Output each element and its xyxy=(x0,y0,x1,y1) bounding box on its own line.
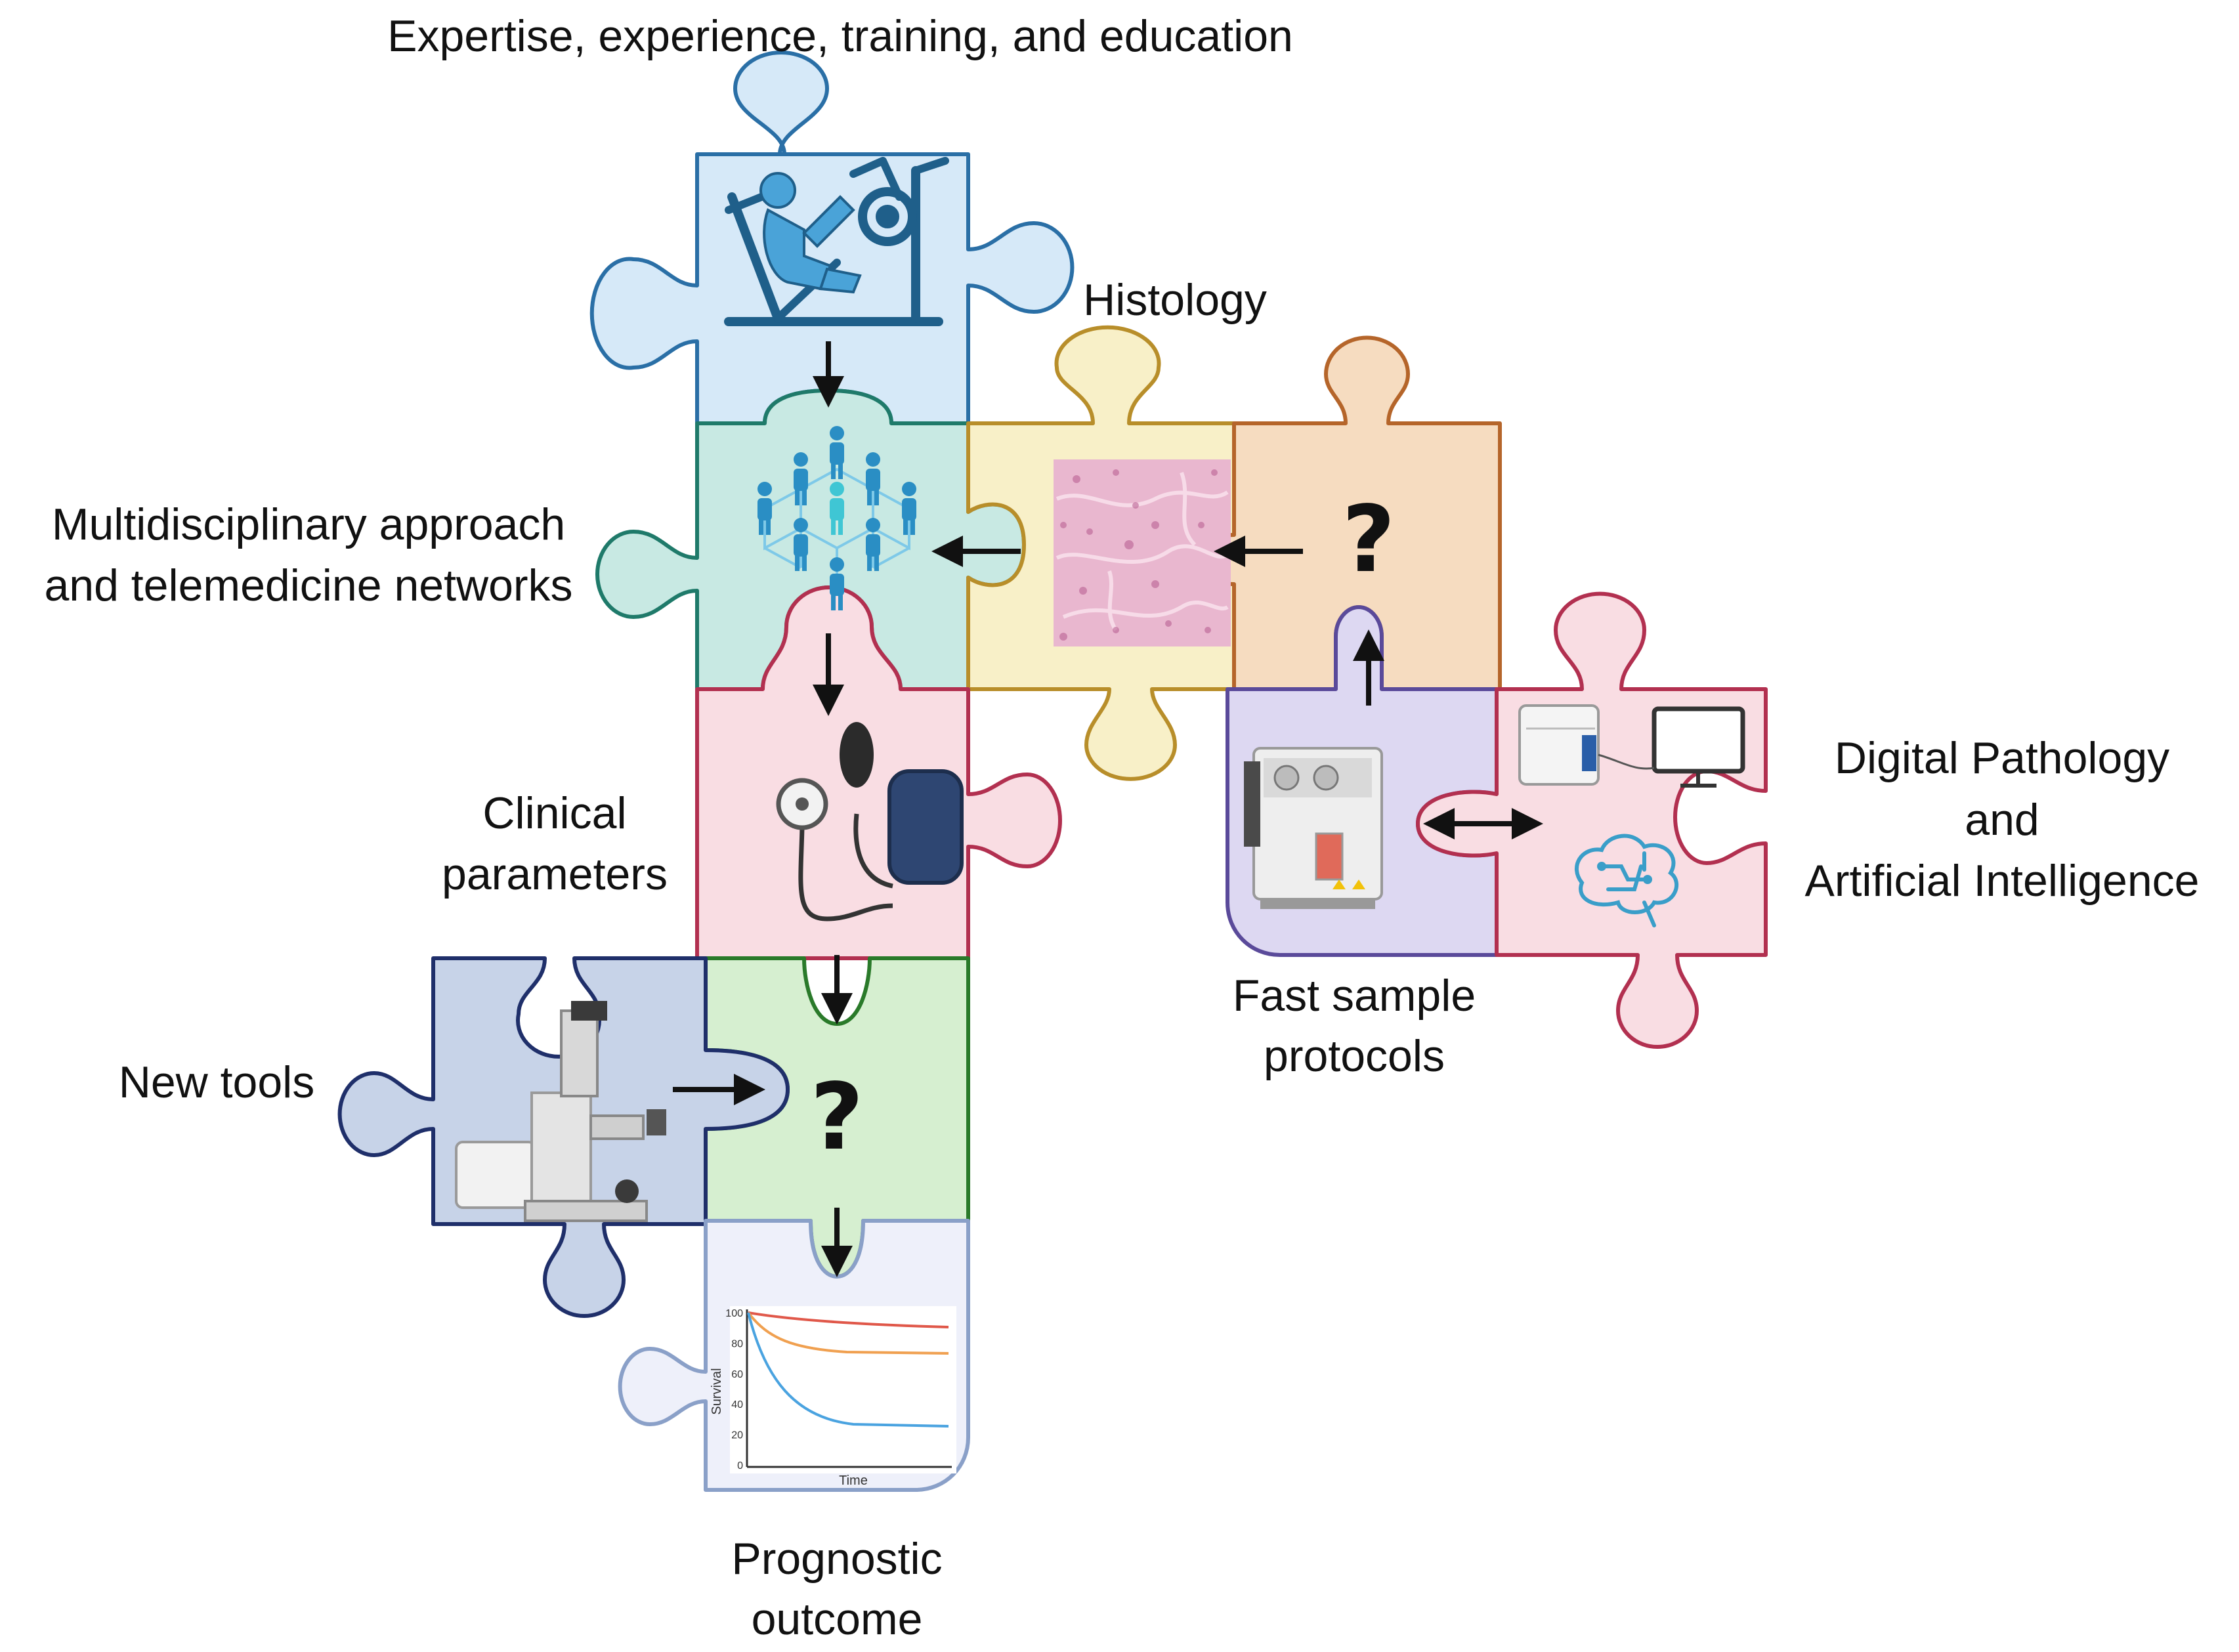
person-exercising-icon xyxy=(759,172,862,294)
label-expertise: Expertise, experience, training, and edu… xyxy=(387,11,1293,61)
survival-curve-orange xyxy=(747,1311,949,1355)
label-clinical-line2: parameters xyxy=(442,849,668,899)
survival-chart-ytick-label: 20 xyxy=(731,1430,743,1441)
monitor-icon xyxy=(1598,706,1745,788)
microscope-icon xyxy=(455,1001,666,1222)
label-digital-line1: Digital Pathology xyxy=(1835,733,2169,783)
survival-chart-ytick-label: 100 xyxy=(725,1308,743,1319)
survival-chart-ytick-label: 80 xyxy=(731,1338,743,1349)
label-fast-sample-line2: protocols xyxy=(1264,1031,1445,1081)
label-histology: Histology xyxy=(1083,275,1267,325)
flow-arrows xyxy=(673,341,1543,1277)
tissue-processor-icon xyxy=(1244,747,1383,909)
histology-image xyxy=(1054,459,1231,646)
slide-scanner-icon xyxy=(1518,704,1600,786)
survival-curve-red xyxy=(748,1311,949,1328)
blood-pressure-monitor-icon xyxy=(776,722,964,921)
puzzle-piece-clinical xyxy=(695,585,1062,960)
survival-chart-ytick-label: 0 xyxy=(737,1460,743,1472)
label-multidisciplinary-line1: Multidisciplinary approach xyxy=(52,499,565,549)
label-clinical-line1: Clinical xyxy=(482,788,626,838)
puzzle-piece-expertise xyxy=(589,51,1075,425)
survival-curve-blue xyxy=(747,1312,949,1428)
leg-press-icon xyxy=(724,157,949,326)
survival-chart-ytick-label: 60 xyxy=(731,1369,743,1380)
label-new-tools: New tools xyxy=(119,1057,315,1107)
question-mark-green: ? xyxy=(810,1064,863,1171)
survival-chart-ylabel: Survival xyxy=(710,1368,724,1414)
label-fast-sample-line1: Fast sample xyxy=(1233,971,1476,1021)
question-mark-orange: ? xyxy=(1342,486,1395,593)
survival-chart-y-ticks: 100 80 60 40 20 0 xyxy=(725,1308,743,1472)
ai-brain-icon xyxy=(1574,834,1679,927)
label-prognostic-line2: outcome xyxy=(752,1594,923,1644)
survival-chart-ytick-label: 40 xyxy=(731,1399,743,1410)
label-digital-line3: Artificial Intelligence xyxy=(1805,856,2200,906)
people-network-icon xyxy=(757,426,916,610)
label-multidisciplinary-line2: and telemedicine networks xyxy=(44,561,572,610)
survival-chart-xlabel: Time xyxy=(839,1473,868,1488)
survival-chart: 100 80 60 40 20 0 Survival Time xyxy=(710,1306,956,1488)
label-prognostic-line1: Prognostic xyxy=(731,1534,942,1584)
label-digital-line2: and xyxy=(1965,795,2039,845)
